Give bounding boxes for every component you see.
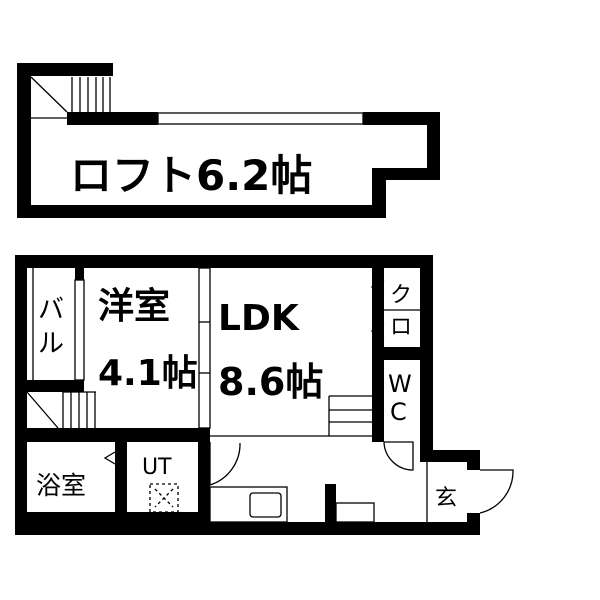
closet-label-2: ロ (390, 315, 412, 340)
balcony-label-1: バ (38, 295, 64, 325)
closet-label-1: ク (390, 283, 412, 308)
walls (15, 63, 480, 535)
utility-label: UT (142, 455, 172, 480)
ldk-name: LDK (218, 298, 300, 339)
ldk-size: 8.6帖 (218, 360, 323, 404)
loft-label: ロフト6.2帖 (70, 151, 312, 200)
entrance-label: 玄 (435, 486, 457, 511)
toilet-label-1: W (388, 370, 412, 398)
bath-label: 浴室 (36, 471, 86, 500)
toilet-label-2: C (390, 398, 407, 426)
western-room-name: 洋室 (98, 286, 170, 327)
western-room-size: 4.1帖 (98, 353, 198, 394)
fixtures (26, 76, 514, 523)
balcony-label-2: ル (38, 329, 64, 359)
